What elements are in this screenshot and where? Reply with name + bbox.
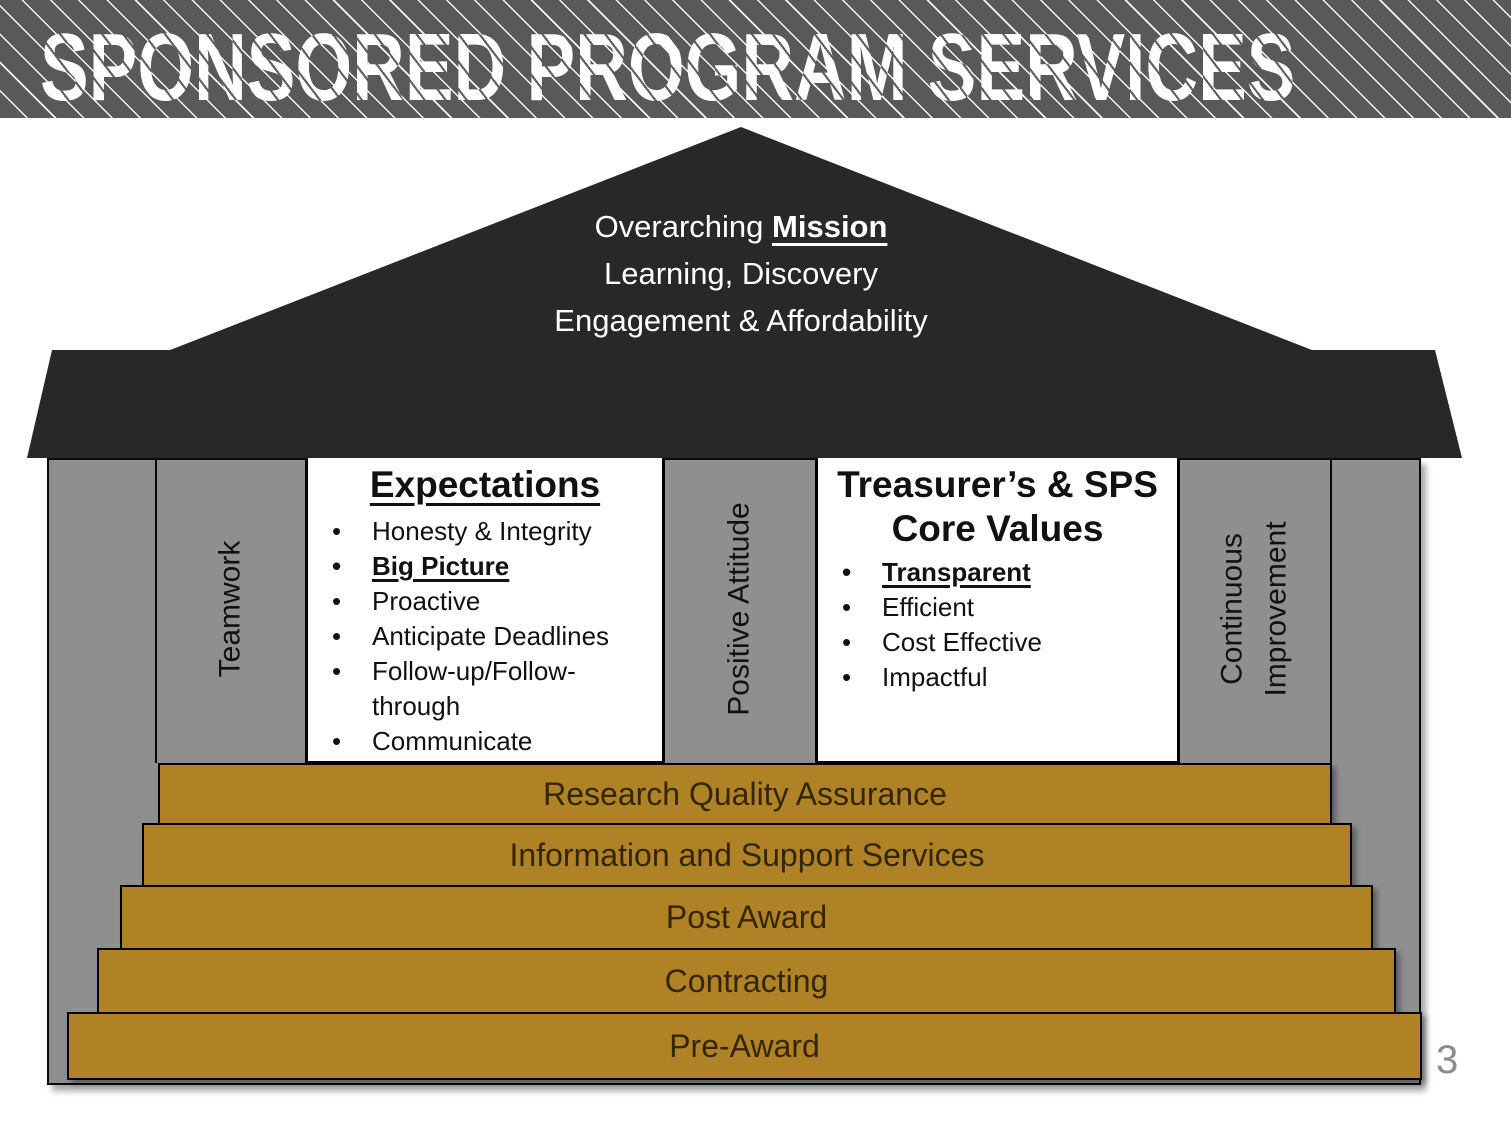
step-label: Pre-Award <box>669 1027 820 1064</box>
core-values-title-line-1: Treasurer’s & SPS <box>837 464 1158 505</box>
expectations-box: Expectations Honesty & Integrity Big Pic… <box>305 455 665 764</box>
step-research-quality-assurance: Research Quality Assurance <box>158 763 1332 825</box>
list-item: Communicate <box>308 724 644 759</box>
pillar-divider-right <box>1330 455 1332 763</box>
step-label: Research Quality Assurance <box>543 775 947 812</box>
list-item: Honesty & Integrity <box>308 514 644 549</box>
list-item: Anticipate Deadlines <box>308 619 644 654</box>
pillar-teamwork-label: Teamwork <box>212 540 246 678</box>
step-information-and-support-services: Information and Support Services <box>142 823 1352 887</box>
pillar-positive-attitude-label: Positive Attitude <box>723 502 756 716</box>
continuous-line-2: Improvement <box>1260 521 1294 697</box>
step-pre-award: Pre-Award <box>67 1012 1422 1080</box>
step-contracting: Contracting <box>97 948 1396 1014</box>
page-number: 3 <box>1436 1038 1459 1082</box>
mission-line: Overarching Mission <box>55 203 1427 250</box>
expectations-list: Honesty & Integrity Big Picture Proactiv… <box>308 514 662 759</box>
expectations-title: Expectations <box>369 464 601 505</box>
list-item: Follow-up/Follow-through <box>308 654 644 724</box>
roof-beam <box>27 350 1462 458</box>
list-item: Transparent <box>818 555 1159 590</box>
mission-line-2: Learning, Discovery <box>604 256 878 291</box>
pillar-continuous-improvement-label: Continuous Improvement <box>1211 521 1299 696</box>
slide-header: SPONSORED PROGRAM SERVICES <box>0 0 1511 118</box>
step-label: Contracting <box>664 962 829 999</box>
step-label: Information and Support Services <box>509 836 985 873</box>
pillar-continuous-improvement: Continuous Improvement <box>1180 455 1330 763</box>
slide-title: SPONSORED PROGRAM SERVICES <box>40 14 1296 121</box>
core-values-title: Treasurer’s & SPS Core Values <box>818 463 1177 551</box>
pillar-divider-left <box>155 455 157 763</box>
list-item: Cost Effective <box>818 625 1159 660</box>
pediment-text: Overarching Mission Learning, Discovery … <box>55 203 1427 344</box>
list-item: Proactive <box>308 584 644 619</box>
step-post-award: Post Award <box>120 885 1373 950</box>
step-label: Post Award <box>665 899 828 935</box>
pillar-teamwork: Teamwork <box>155 455 305 763</box>
continuous-line-1: Continuous <box>1216 533 1250 685</box>
list-item: Efficient <box>818 590 1159 625</box>
mission-line-3: Engagement & Affordability <box>554 303 928 338</box>
core-values-box: Treasurer’s & SPS Core Values Transparen… <box>815 455 1180 764</box>
pillar-positive-attitude: Positive Attitude <box>665 455 815 763</box>
mission-prefix: Overarching <box>594 209 773 244</box>
core-values-title-line-2: Core Values <box>891 508 1104 549</box>
list-item: Big Picture <box>308 549 644 584</box>
mission-emphasis: Mission <box>772 209 888 244</box>
list-item: Impactful <box>818 660 1159 695</box>
core-values-list: Transparent Efficient Cost Effective Imp… <box>818 555 1177 695</box>
